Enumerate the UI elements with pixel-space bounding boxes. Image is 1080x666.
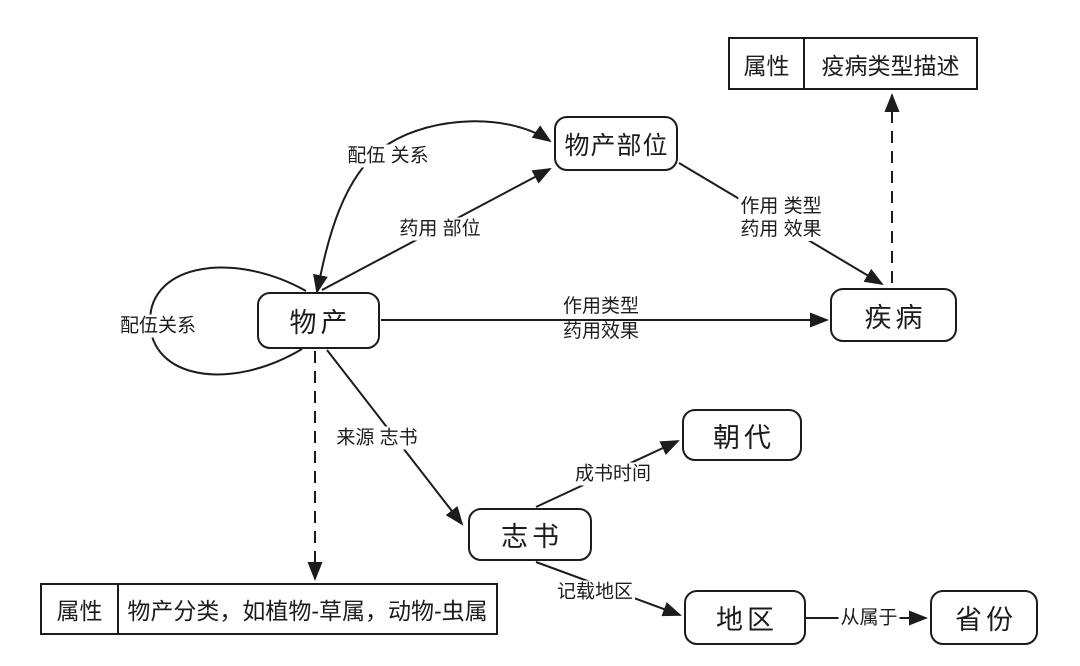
edge-label-zuoyong-from-buwei-line2: 药用 效果 xyxy=(740,219,822,240)
node-zhishu: 志书 xyxy=(468,508,592,561)
node-shengfen-label: 省份 xyxy=(955,605,1017,635)
edge-label-jizai-diqu: 记载地区 xyxy=(554,580,636,604)
node-diqu: 地区 xyxy=(684,590,806,645)
node-wuchan-label: 物产 xyxy=(289,308,352,338)
edge-label-zuoyong-from-wuchan-line2: 药用效果 xyxy=(562,321,640,342)
edge-label-zuoyong-from-wuchan-line1: 作用类型 xyxy=(562,296,640,317)
node-wuchan-buwei: 物产部位 xyxy=(554,116,678,171)
attribute-table-product: 属性 物产分类，如植物-草属，动物-虫属 xyxy=(40,583,498,635)
edge-label-congshuyu: 从属于 xyxy=(838,606,900,630)
edge-label-peiwu-self: 配伍关系 xyxy=(117,314,199,338)
attribute-value-disease: 疫病类型描述 xyxy=(821,52,960,79)
edge-label-chengshu-shijian: 成书时间 xyxy=(572,462,654,486)
node-shengfen: 省份 xyxy=(930,590,1038,645)
node-wuchan-buwei-label: 物产部位 xyxy=(564,131,669,160)
node-jibing-label: 疾病 xyxy=(864,302,927,333)
edge-label-peiwu-pair: 配伍 关系 xyxy=(345,144,431,168)
edge-label-yaoyong-buwei: 药用 部位 xyxy=(397,217,483,241)
attribute-key-disease: 属性 xyxy=(730,39,805,88)
edge-label-laiyuan-zhishu: 来源 志书 xyxy=(334,426,420,450)
node-wuchan: 物产 xyxy=(257,292,380,349)
node-chaodai: 朝代 xyxy=(682,409,802,461)
node-zhishu-label: 志书 xyxy=(501,522,563,552)
attribute-value-product: 物产分类，如植物-草属，动物-虫属 xyxy=(127,598,488,624)
node-jibing: 疾病 xyxy=(830,288,957,342)
attribute-key-product: 属性 xyxy=(42,585,119,633)
attribute-table-disease: 属性 疫病类型描述 xyxy=(728,37,978,90)
edge-label-zuoyong-from-buwei: 作用 类型 药用 效果 xyxy=(738,195,824,241)
edge-label-zuoyong-from-wuchan: 作用类型 药用效果 xyxy=(563,294,639,344)
edge-label-zuoyong-from-buwei-line1: 作用 类型 xyxy=(740,196,822,217)
edge-peiwu-pair-arc xyxy=(313,120,552,294)
node-chaodai-label: 朝代 xyxy=(713,422,775,453)
node-diqu-label: 地区 xyxy=(716,605,778,635)
